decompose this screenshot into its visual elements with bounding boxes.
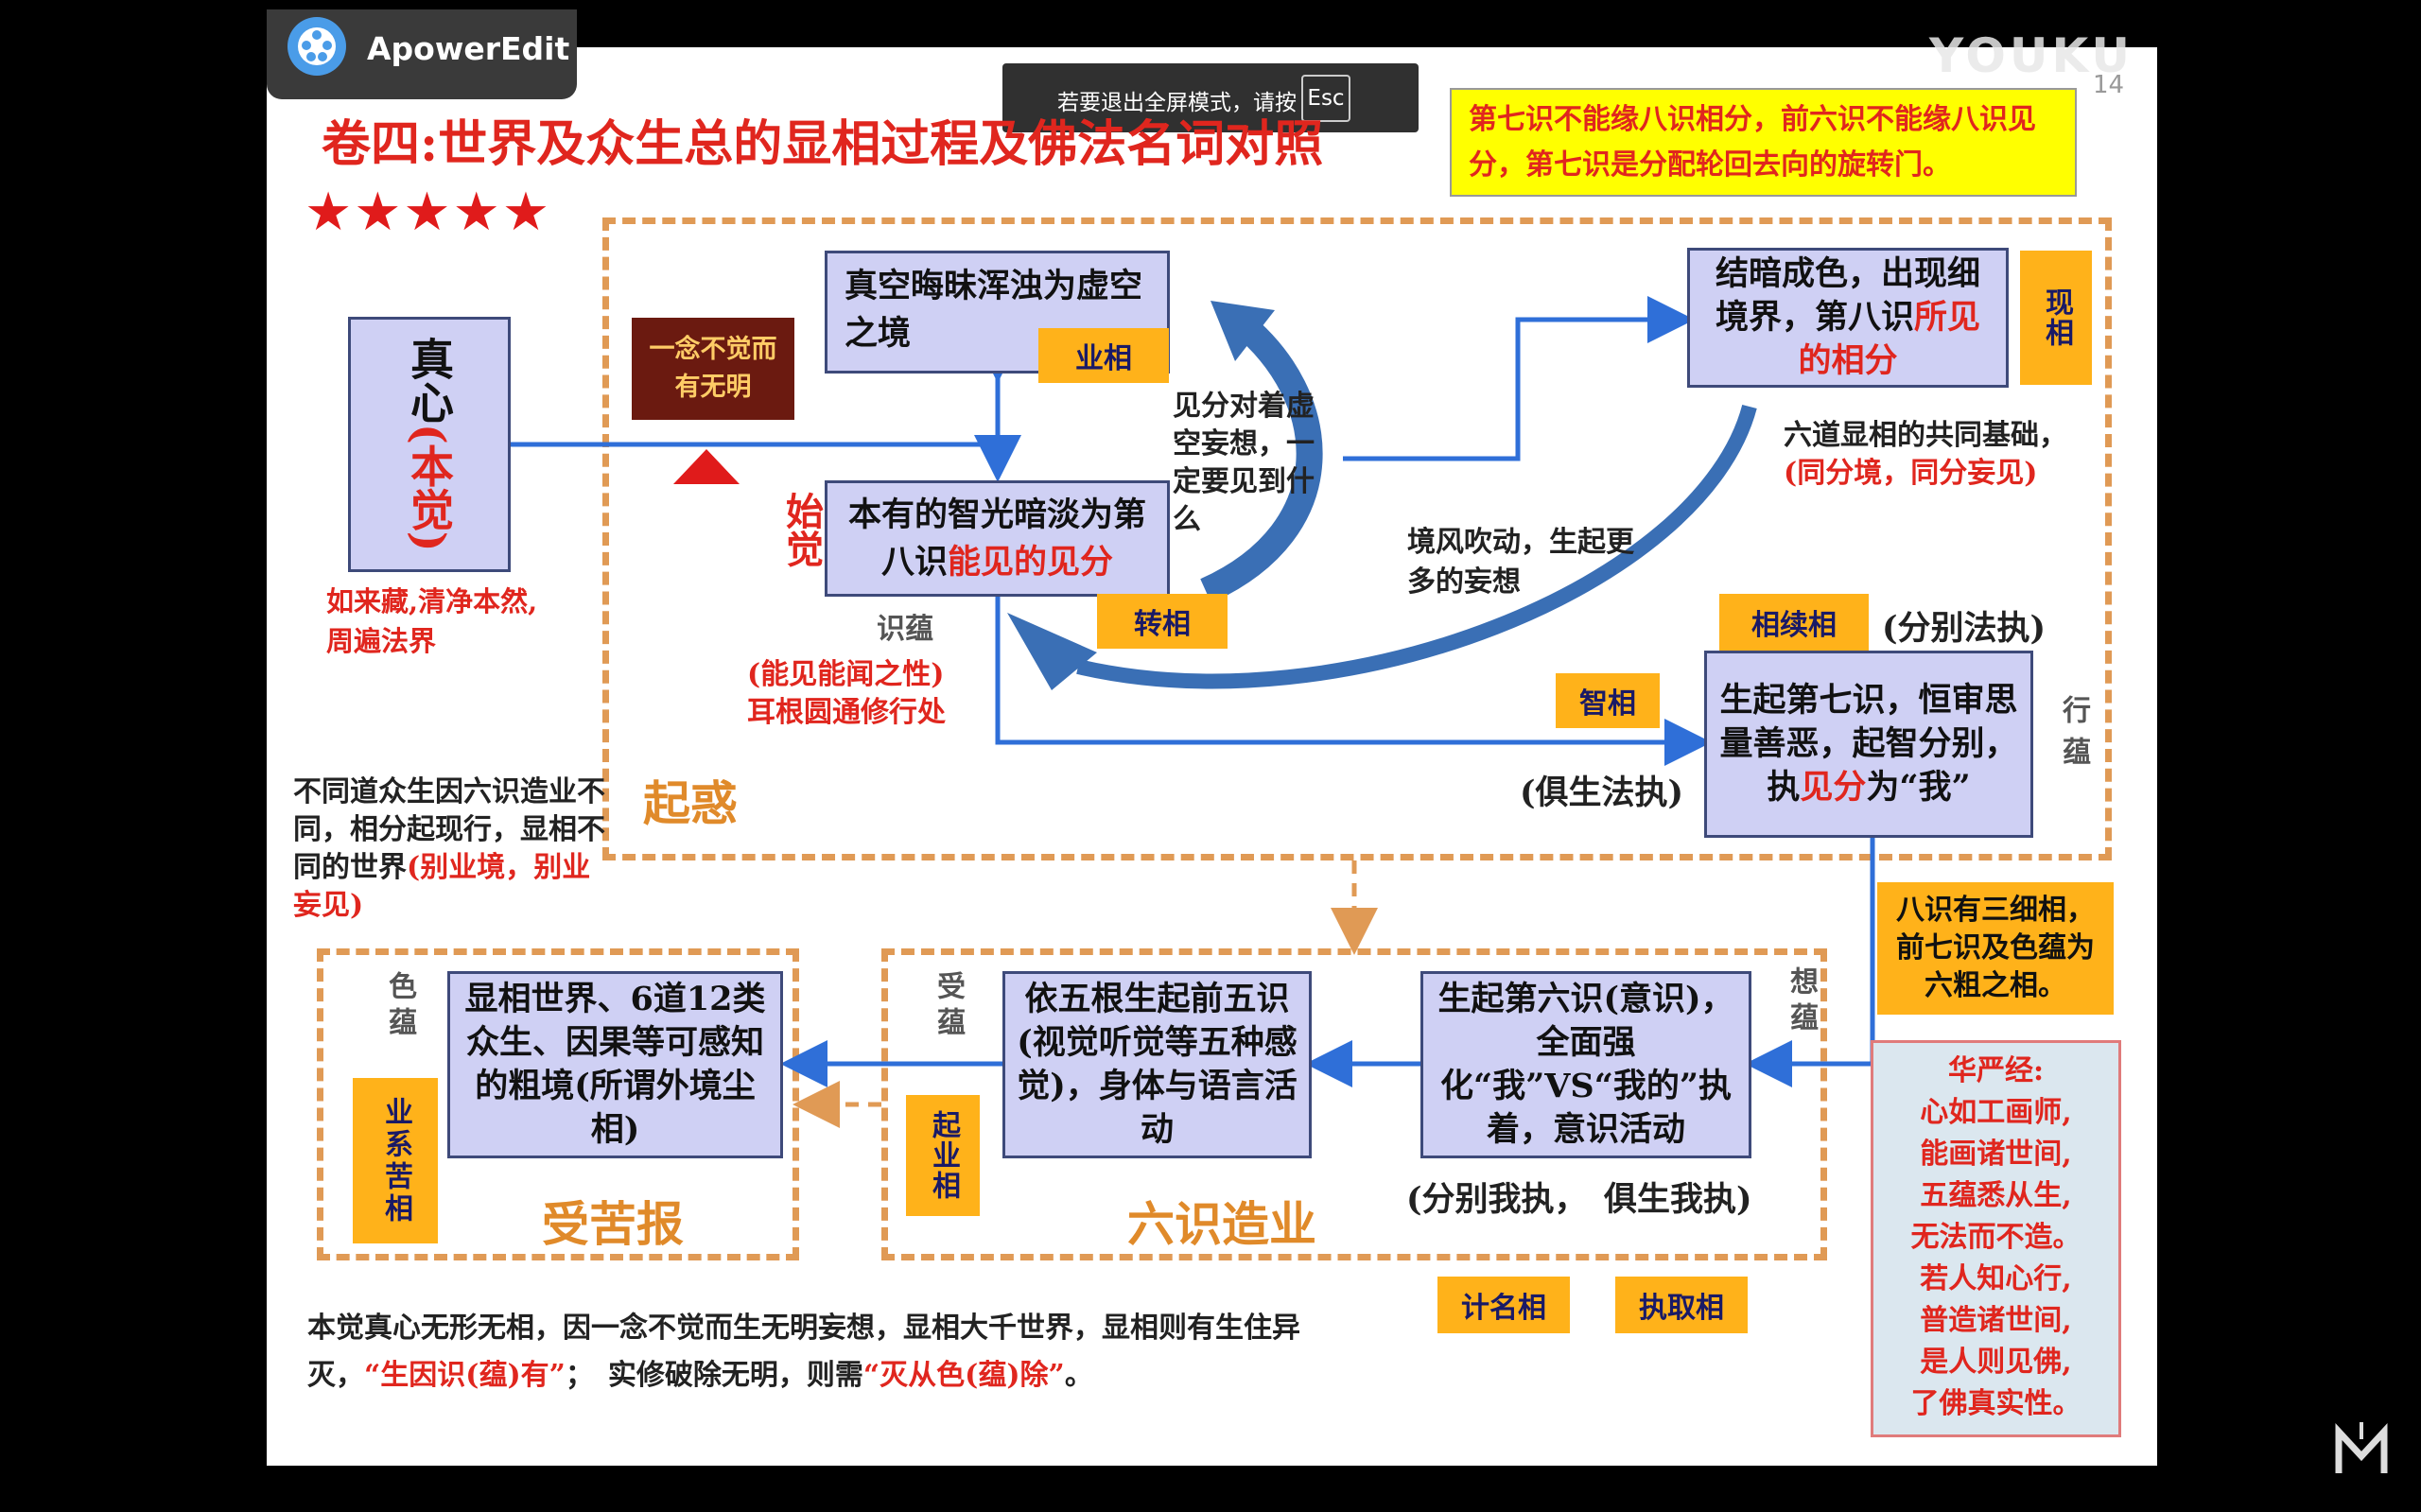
true-mind-box: 真心 (本觉) xyxy=(348,317,511,572)
shijue-label: 始觉 xyxy=(779,492,824,567)
seventh-box: 生起第七识，恒审思量善恶，起智分别，执见分为“我” xyxy=(1704,651,2033,838)
app-name: ApowerEdit xyxy=(367,30,570,67)
note-box: 第七识不能缘八识相分，前六识不能缘八识见分，第七识是分配轮回去向的旋转门。 xyxy=(1450,88,2077,197)
bottom-red1: “生因识(蕴)有” xyxy=(364,1359,566,1392)
eighth-see-box: 本有的智光暗淡为第八识能见的见分 xyxy=(825,480,1170,597)
form-box: 结暗成色，出现细境界，第八识所见的相分 xyxy=(1687,248,2009,388)
ignorance-text: 一念不觉而有无明 xyxy=(649,335,777,402)
see-void-text: 见分对着虚空妄想，一定要见到什么 xyxy=(1173,390,1315,536)
bottom-red2: “灭从色(蕴)除” xyxy=(862,1359,1065,1392)
wind-text: 境风吹动，生起更多的妄想 xyxy=(1407,526,1634,599)
huayan-line: 无法而不造。 xyxy=(1910,1221,2081,1254)
app-badge: ApowerEdit xyxy=(267,9,577,99)
bottom-summary: 本觉真心无形无相，因一念不觉而生无明妄想，显相大千世界，显相则有生住异灭，“生因… xyxy=(307,1305,1385,1399)
diff-beings-text: 不同道众生因六识造业不同，相分起现行，显相不同的世界(别业境，别业妄见) xyxy=(293,773,605,925)
form-box-red: 所见的相分 xyxy=(1798,298,1981,380)
bottom-part1: 本觉真心无形无相，因一念不觉而生无明妄想，显相大千世界，显相则有生住异灭， xyxy=(307,1312,1300,1392)
corner-logo-icon xyxy=(2331,1418,2393,1484)
esc-key[interactable]: Esc xyxy=(1301,75,1350,122)
six-realms-line2: (同分境，同分妄见) xyxy=(1784,457,2038,490)
true-mind-desc: 如来藏,清净本然,周遍法界 xyxy=(326,585,538,657)
jusheng-fa-label: (俱生法执) xyxy=(1520,773,1684,812)
six-realms-line1: 六道显相的共同基础， xyxy=(1784,419,2067,452)
seventh-text: 生起第七识，恒审思量善恶，起智分别，执 xyxy=(1719,681,2018,807)
huayan-line: 了佛真实性。 xyxy=(1910,1387,2081,1420)
six-karma-label: 六识造业 xyxy=(1127,1196,1316,1252)
seventh-tail: 为“我” xyxy=(1866,768,1971,807)
huayan-line: 能画诸世间, xyxy=(1920,1138,2072,1171)
shiyun-label: 识蕴 xyxy=(877,613,933,646)
suffer-label: 受苦报 xyxy=(542,1196,684,1252)
true-mind-label: 真心 xyxy=(404,337,455,425)
qihuo-label: 起惑 xyxy=(643,775,738,831)
huayan-line: 普造诸世间, xyxy=(1920,1304,2072,1337)
eight-three-text: 八识有三细相，前七识及色蕴为六粗之相。 xyxy=(1896,894,2095,1002)
app-logo-icon xyxy=(287,17,346,76)
huayan-box: 华严经: 心如工画师, 能画诸世间, 五蕴悉从生, 无法而不造。 若人知心行, … xyxy=(1871,1040,2121,1437)
xiangyun-label: 想蕴 xyxy=(1785,966,1818,1038)
sixth-box: 生起第六识(意识)，全面强化“我”VS“我的”执着，意识活动 xyxy=(1420,971,1751,1158)
five-senses-text: 依五根生起前五识(视觉听觉等五种感觉)，身体与语言活动 xyxy=(1017,980,1298,1149)
tag-qiye: 起业相 xyxy=(906,1095,980,1216)
tag-zhixiang: 智相 xyxy=(1556,673,1660,728)
void-box-text: 真空晦昧浑浊为虚空之境 xyxy=(845,267,1143,353)
form-box-text: 结暗成色，出现细境界，第八识 xyxy=(1715,254,1980,337)
void-box: 真空晦昧浑浊为虚空之境 xyxy=(825,251,1170,374)
true-mind-paren: (本觉) xyxy=(404,424,455,552)
slide-title: 卷四:世界及众生总的显相过程及佛法名词对照 xyxy=(322,115,1324,173)
world-text: 显相世界、6道12类众生、因果等可感知的粗境(所谓外境尘相) xyxy=(464,980,766,1149)
tag-zhiqu: 执取相 xyxy=(1615,1277,1748,1333)
huayan-title: 华严经: xyxy=(1947,1054,2045,1087)
huayan-line: 心如工画师, xyxy=(1920,1096,2072,1129)
five-senses-box: 依五根生起前五识(视觉听觉等五种感觉)，身体与语言活动 xyxy=(1002,971,1312,1158)
note-box-text: 第七识不能缘八识相分，前六识不能缘八识见分，第七识是分配轮回去向的旋转门。 xyxy=(1469,103,2036,182)
tag-yexiang: 业相 xyxy=(1038,328,1169,383)
page-number: 14 xyxy=(2093,71,2125,99)
bottom-sep: ； 实修破除无明，则需 xyxy=(565,1359,863,1392)
qihuo-region xyxy=(602,217,2112,860)
ear-root-line1: (能见能闻之性) xyxy=(747,658,945,691)
diff-beings-main: 不同道众生因六识造业不同，相分起现行，显相不同的世界 xyxy=(293,775,605,884)
tag-xiangxu: 相续相 xyxy=(1719,594,1869,651)
sixth-text: 生起第六识(意识)，全面强化“我”VS“我的”执着，意识活动 xyxy=(1437,980,1734,1149)
huayan-line: 若人知心行, xyxy=(1920,1262,2072,1295)
fullscreen-notice-text: 若要退出全屏模式，请按 xyxy=(1057,91,1297,115)
eighth-see-red: 能见的见分 xyxy=(948,542,1114,582)
seventh-red: 见分 xyxy=(1800,768,1867,807)
eighth-see-text: 本有的智光暗淡为第八识 xyxy=(847,495,1146,582)
tag-zhuanxiang: 转相 xyxy=(1097,594,1228,649)
diff-beings-red: (别业境，别业妄见) xyxy=(293,851,591,922)
xingyun-label: 行蕴 xyxy=(2057,695,2090,778)
shouyun-label: 受蕴 xyxy=(932,971,965,1043)
sixth-label: (分别我执， 俱生我执) xyxy=(1406,1180,1752,1219)
youku-watermark: YOUKU xyxy=(1929,28,2134,83)
tag-xianxiang: 现相 xyxy=(2020,251,2092,385)
huayan-line: 是人则见佛, xyxy=(1920,1346,2072,1379)
tag-jiming: 计名相 xyxy=(1437,1277,1570,1333)
world-box: 显相世界、6道12类众生、因果等可感知的粗境(所谓外境尘相) xyxy=(447,971,783,1158)
ignorance-box: 一念不觉而有无明 xyxy=(632,318,794,420)
rating-stars: ★★★★★ xyxy=(305,182,552,243)
tag-yexi: 业系苦相 xyxy=(353,1078,438,1243)
eight-three-box: 八识有三细相，前七识及色蕴为六粗之相。 xyxy=(1877,882,2114,1015)
xiangxu-label: (分别法执) xyxy=(1882,609,2047,648)
bottom-end: 。 xyxy=(1064,1359,1093,1392)
huayan-line: 五蕴悉从生, xyxy=(1920,1179,2072,1212)
fullscreen-notice: 若要退出全屏模式，请按 Esc xyxy=(1002,63,1419,132)
ear-root-line2: 耳根圆通修行处 xyxy=(747,696,946,729)
seyun-label: 色蕴 xyxy=(383,971,416,1043)
